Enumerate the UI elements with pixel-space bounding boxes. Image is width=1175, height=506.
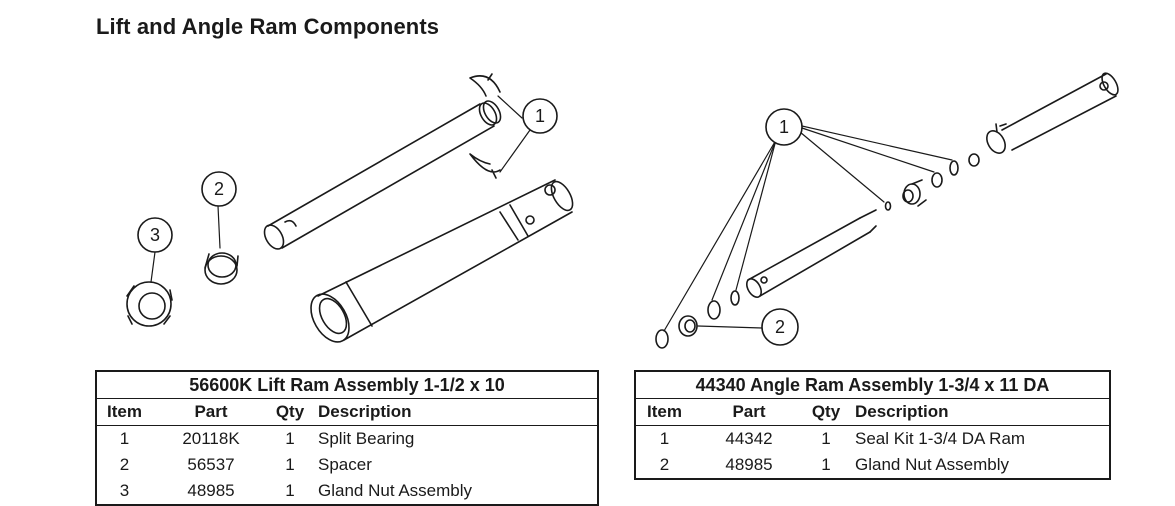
cell-description: Spacer xyxy=(318,455,372,474)
column-header-part: Part xyxy=(152,398,270,426)
cell-qty: 1 xyxy=(285,481,295,500)
lift-ram-parts-table: 56600K Lift Ram Assembly 1-1/2 x 10 Item… xyxy=(95,370,599,506)
cell-item: 2 xyxy=(659,455,670,474)
cell-part: 56537 xyxy=(187,455,235,474)
cell-item: 1 xyxy=(659,429,670,448)
cell-item: 2 xyxy=(119,455,130,474)
cell-description: Gland Nut Assembly xyxy=(318,481,473,500)
table-row: 2 56537 1 Spacer xyxy=(96,452,598,478)
callout-right-2: 2 xyxy=(775,317,785,337)
callout-left-2: 2 xyxy=(214,179,224,199)
column-header-description: Description xyxy=(847,398,1110,426)
cell-part: 48985 xyxy=(187,481,235,500)
angle-ram-parts-table: 44340 Angle Ram Assembly 1-3/4 x 11 DA I… xyxy=(634,370,1111,480)
cell-qty: 1 xyxy=(821,455,831,474)
cell-item: 3 xyxy=(119,481,130,500)
table-title: 56600K Lift Ram Assembly 1-1/2 x 10 xyxy=(96,371,598,399)
angle-ram-drawing xyxy=(655,72,1119,349)
callout-left-1: 1 xyxy=(535,106,545,126)
cell-part: 48985 xyxy=(725,455,773,474)
table-row: 1 20118K 1 Split Bearing xyxy=(96,426,598,453)
cell-qty: 1 xyxy=(285,455,295,474)
column-header-qty: Qty xyxy=(270,398,310,426)
table-row: 1 44342 1 Seal Kit 1-3/4 DA Ram xyxy=(635,426,1110,453)
table-row: 2 48985 1 Gland Nut Assembly xyxy=(635,452,1110,479)
cell-description: Gland Nut Assembly xyxy=(855,455,1010,474)
page-title: Lift and Angle Ram Components xyxy=(96,14,440,39)
column-header-qty: Qty xyxy=(805,398,847,426)
callout-right-1: 1 xyxy=(779,117,789,137)
table-row: 3 48985 1 Gland Nut Assembly xyxy=(96,478,598,505)
cell-description: Seal Kit 1-3/4 DA Ram xyxy=(855,429,1026,448)
cell-item: 1 xyxy=(119,429,130,448)
column-header-item: Item xyxy=(96,398,152,426)
cell-part: 44342 xyxy=(725,429,773,448)
column-header-item: Item xyxy=(635,398,693,426)
column-header-description: Description xyxy=(310,398,598,426)
lift-ram-drawing xyxy=(126,73,574,343)
table-title: 44340 Angle Ram Assembly 1-3/4 x 11 DA xyxy=(635,371,1110,399)
cell-qty: 1 xyxy=(285,429,295,448)
callout-left-3: 3 xyxy=(150,225,160,245)
cell-part: 20118K xyxy=(182,429,240,448)
column-header-part: Part xyxy=(693,398,805,426)
cell-qty: 1 xyxy=(821,429,831,448)
cell-description: Split Bearing xyxy=(318,429,415,448)
